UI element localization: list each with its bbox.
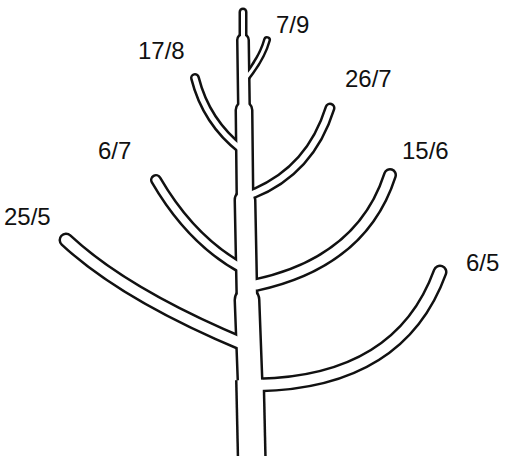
date-label: 7/9 — [276, 12, 309, 38]
date-label: 6/5 — [466, 250, 499, 276]
date-label: 17/8 — [138, 38, 185, 64]
date-label: 15/6 — [402, 138, 449, 164]
date-label: 6/7 — [98, 138, 131, 164]
date-label: 25/5 — [4, 204, 51, 230]
date-label: 26/7 — [345, 66, 392, 92]
